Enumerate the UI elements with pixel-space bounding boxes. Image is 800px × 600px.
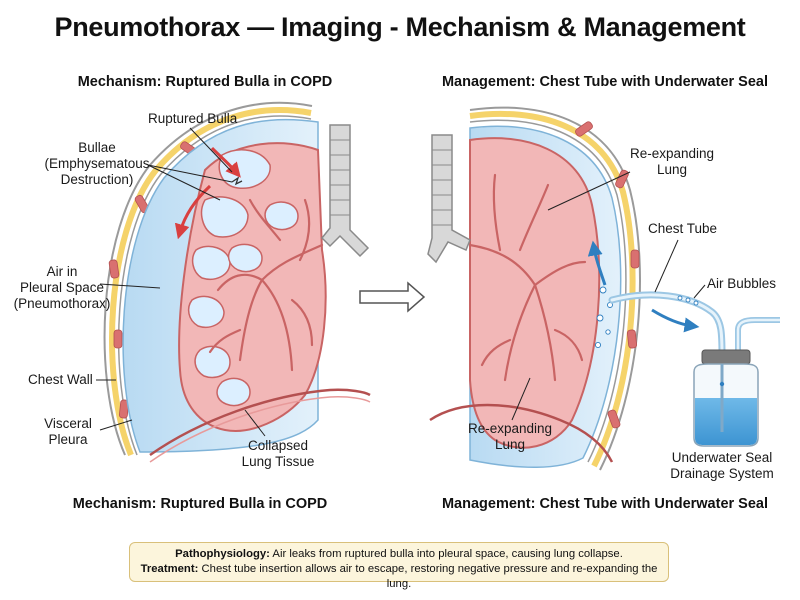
left-lung-figure	[103, 101, 371, 463]
label-ruptured-bulla: Ruptured Bulla	[148, 111, 238, 126]
left-diaphragm	[149, 388, 371, 457]
air-flow-arrow-up	[587, 240, 607, 286]
right-vessel-tree	[468, 173, 587, 382]
label-air-bubbles: Air Bubbles	[707, 276, 776, 291]
label-collapsed-lung-line2: Lung Tissue	[242, 454, 315, 469]
page-title: Pneumothorax — Imaging - Mechanism & Man…	[54, 12, 746, 42]
label-chest-tube: Chest Tube	[648, 221, 717, 236]
pathophysiology-text: Air leaks from ruptured bulla into pleur…	[269, 548, 623, 560]
label-bullae-line3: Destruction)	[61, 172, 134, 187]
label-reexpanding-lung-bottom-line2: Lung	[495, 437, 525, 452]
label-drainage-system-line2: Drainage System	[670, 466, 774, 481]
rupture-marker	[231, 176, 243, 186]
air-escape-arrow-2	[174, 184, 212, 240]
pathophysiology-label: Pathophysiology:	[175, 548, 270, 560]
summary-box: Pathophysiology: Air leaks from ruptured…	[129, 542, 669, 590]
label-air-pleural-line2: Pleural Space	[20, 280, 104, 295]
left-labels: Ruptured Bulla Bullae (Emphysematous Des…	[14, 111, 315, 469]
right-panel-heading-bottom: Management: Chest Tube with Underwater S…	[441, 496, 769, 512]
tube-bubbles	[677, 295, 699, 306]
label-reexpanding-lung-top-line2: Lung	[657, 162, 687, 177]
label-bullae-line2: (Emphysematous	[44, 156, 149, 171]
label-drainage-system: Underwater Seal	[672, 450, 773, 465]
drainage-bottle	[693, 349, 759, 447]
treatment-text: Chest tube insertion allows air to escap…	[198, 563, 658, 590]
summary-treatment: Treatment: Chest tube insertion allows a…	[138, 562, 660, 592]
left-chest-wall-outer	[103, 101, 313, 456]
label-reexpanding-lung-bottom: Re-expanding	[468, 421, 552, 436]
right-labels: Re-expanding Lung Chest Tube Air Bubbles…	[468, 146, 776, 481]
pleural-bubbles	[594, 286, 613, 349]
label-collapsed-lung: Collapsed	[248, 438, 308, 453]
right-trachea	[427, 134, 471, 264]
chest-tube-system	[608, 291, 780, 447]
label-air-pleural-line3: (Pneumothorax)	[14, 296, 111, 311]
left-panel-heading-bottom: Mechanism: Ruptured Bulla in COPD	[72, 496, 328, 512]
air-escape-arrow-1	[210, 146, 241, 178]
label-bullae: Bullae	[78, 140, 116, 155]
label-chest-wall: Chest Wall	[28, 372, 93, 387]
treatment-label: Treatment:	[140, 563, 199, 575]
right-diaphragm	[429, 403, 614, 463]
label-air-pleural: Air in	[47, 264, 78, 279]
right-chest-wall-outer	[469, 106, 641, 471]
air-flow-arrow-out	[651, 308, 700, 333]
right-lung-figure	[427, 106, 700, 471]
right-chest-wall	[469, 110, 636, 468]
left-panel-heading-top: Mechanism: Ruptured Bulla in COPD	[77, 74, 333, 90]
left-bullae	[187, 149, 299, 407]
summary-pathophysiology: Pathophysiology: Air leaks from ruptured…	[138, 547, 660, 562]
left-chest-wall	[109, 107, 312, 457]
right-reexpanding-lung	[469, 137, 601, 449]
left-vessel-tree	[208, 198, 324, 372]
label-visceral-pleura-line2: Pleura	[48, 432, 88, 447]
right-panel-heading-top: Management: Chest Tube with Underwater S…	[441, 74, 769, 90]
left-trachea	[320, 124, 370, 258]
transition-arrow	[359, 281, 426, 313]
label-visceral-pleura: Visceral	[44, 416, 92, 431]
right-ribs	[575, 121, 640, 429]
label-reexpanding-lung-top: Re-expanding	[630, 146, 714, 161]
